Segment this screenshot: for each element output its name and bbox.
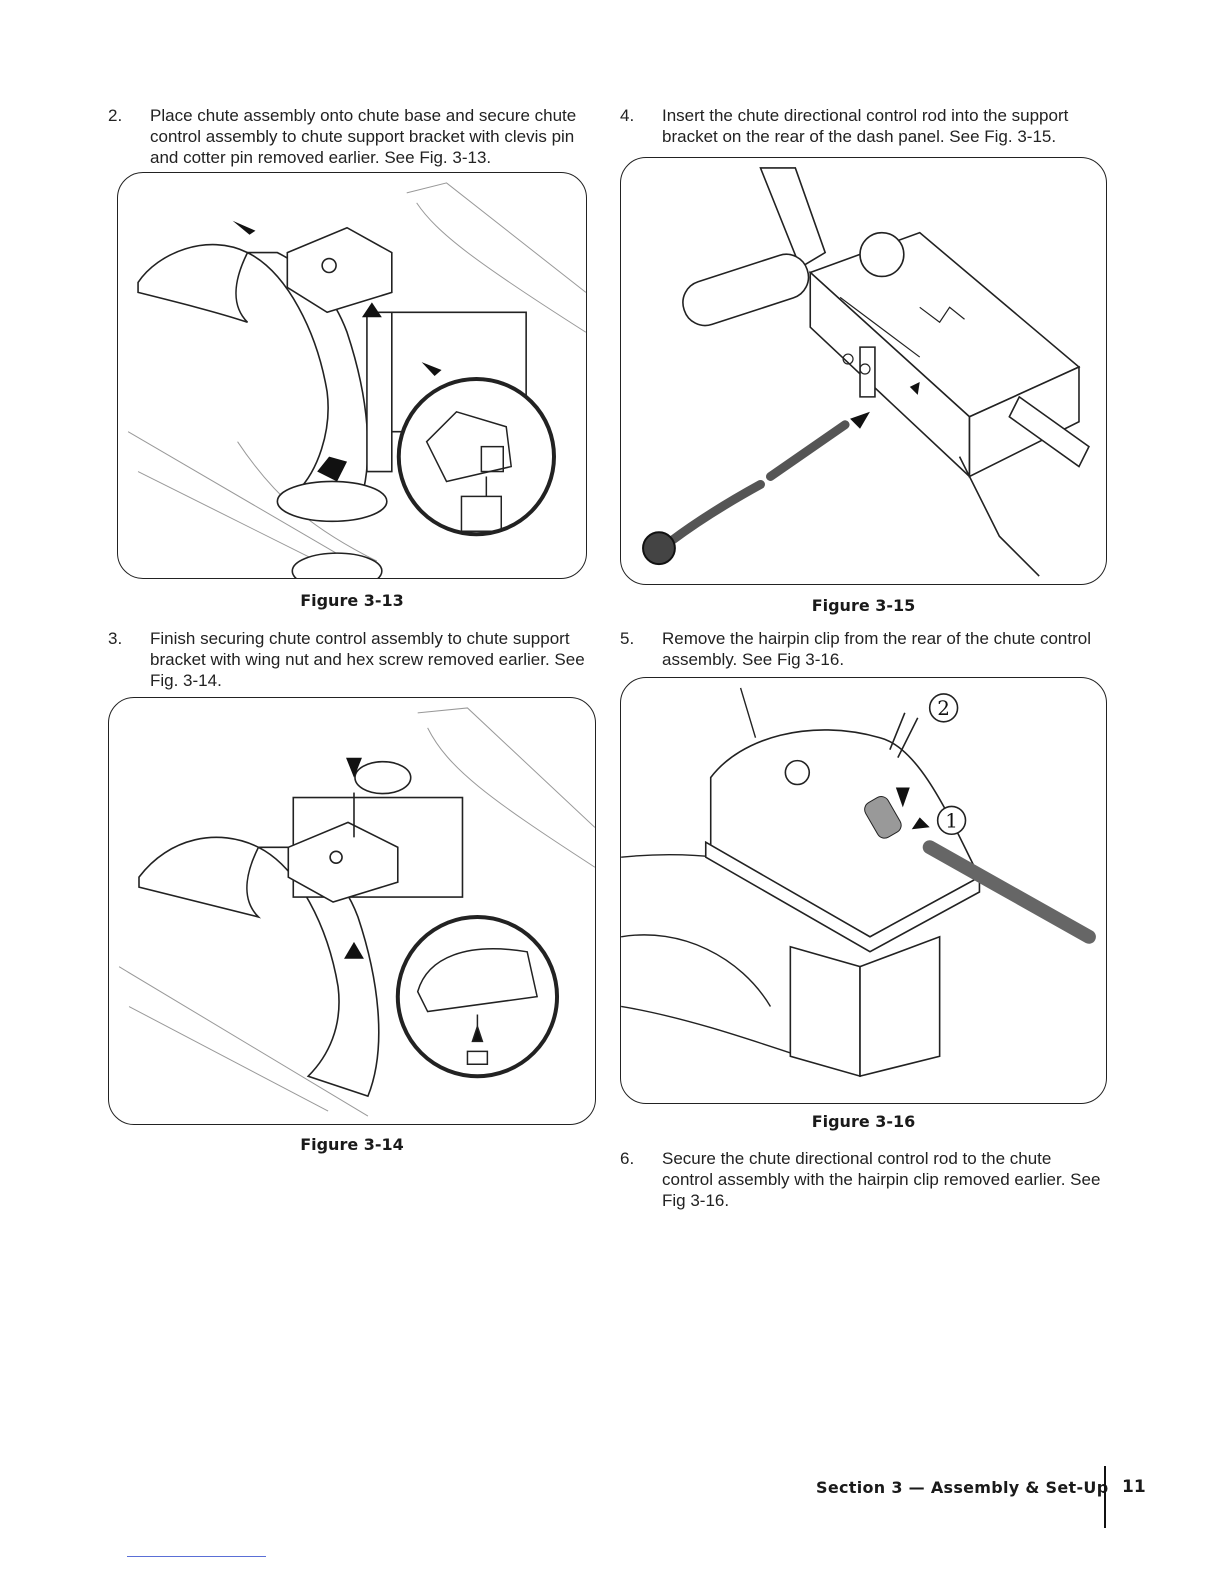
figure-3-13-illustration bbox=[117, 172, 587, 579]
callout-1-label: 1 bbox=[945, 809, 958, 832]
footer-divider bbox=[1104, 1466, 1106, 1528]
figure-3-15-illustration bbox=[620, 157, 1107, 585]
control-rod-illustration bbox=[642, 167, 1090, 577]
bottom-underline bbox=[127, 1556, 266, 1557]
step-number: 4. bbox=[620, 106, 635, 125]
control-rod-knob bbox=[642, 531, 676, 566]
page-number: 11 bbox=[1122, 1477, 1146, 1497]
figure-3-14-caption: Figure 3-14 bbox=[300, 1135, 404, 1154]
step-text: Finish securing chute control assembly t… bbox=[150, 629, 585, 690]
step-number: 3. bbox=[108, 629, 123, 648]
step-text: Remove the hairpin clip from the rear of… bbox=[662, 629, 1091, 669]
callout-2-circle bbox=[928, 693, 959, 723]
step-number: 2. bbox=[108, 106, 123, 125]
step-text: Place chute assembly onto chute base and… bbox=[150, 106, 577, 167]
figure-3-15-caption: Figure 3-15 bbox=[811, 596, 916, 615]
step-number: 6. bbox=[620, 1149, 635, 1168]
figure-3-16-illustration: 2 1 bbox=[620, 677, 1107, 1104]
step-text: Insert the chute directional control rod… bbox=[662, 106, 1069, 146]
step-number: 5. bbox=[620, 629, 635, 648]
step-text: Secure the chute directional control rod… bbox=[662, 1149, 1101, 1210]
figure-3-13-caption: Figure 3-13 bbox=[300, 591, 404, 610]
figure-3-14-illustration bbox=[108, 697, 596, 1125]
chute-wing-nut-illustration bbox=[118, 707, 595, 1117]
hairpin-clip-illustration: 2 1 bbox=[621, 687, 1096, 1078]
chute-assembly-illustration bbox=[127, 182, 586, 578]
callout-2-label: 2 bbox=[937, 697, 950, 720]
figure-3-16-caption: Figure 3-16 bbox=[811, 1112, 916, 1131]
section-title: Section 3 — Assembly & Set-Up bbox=[816, 1478, 1109, 1497]
callout-1-circle bbox=[936, 805, 967, 836]
